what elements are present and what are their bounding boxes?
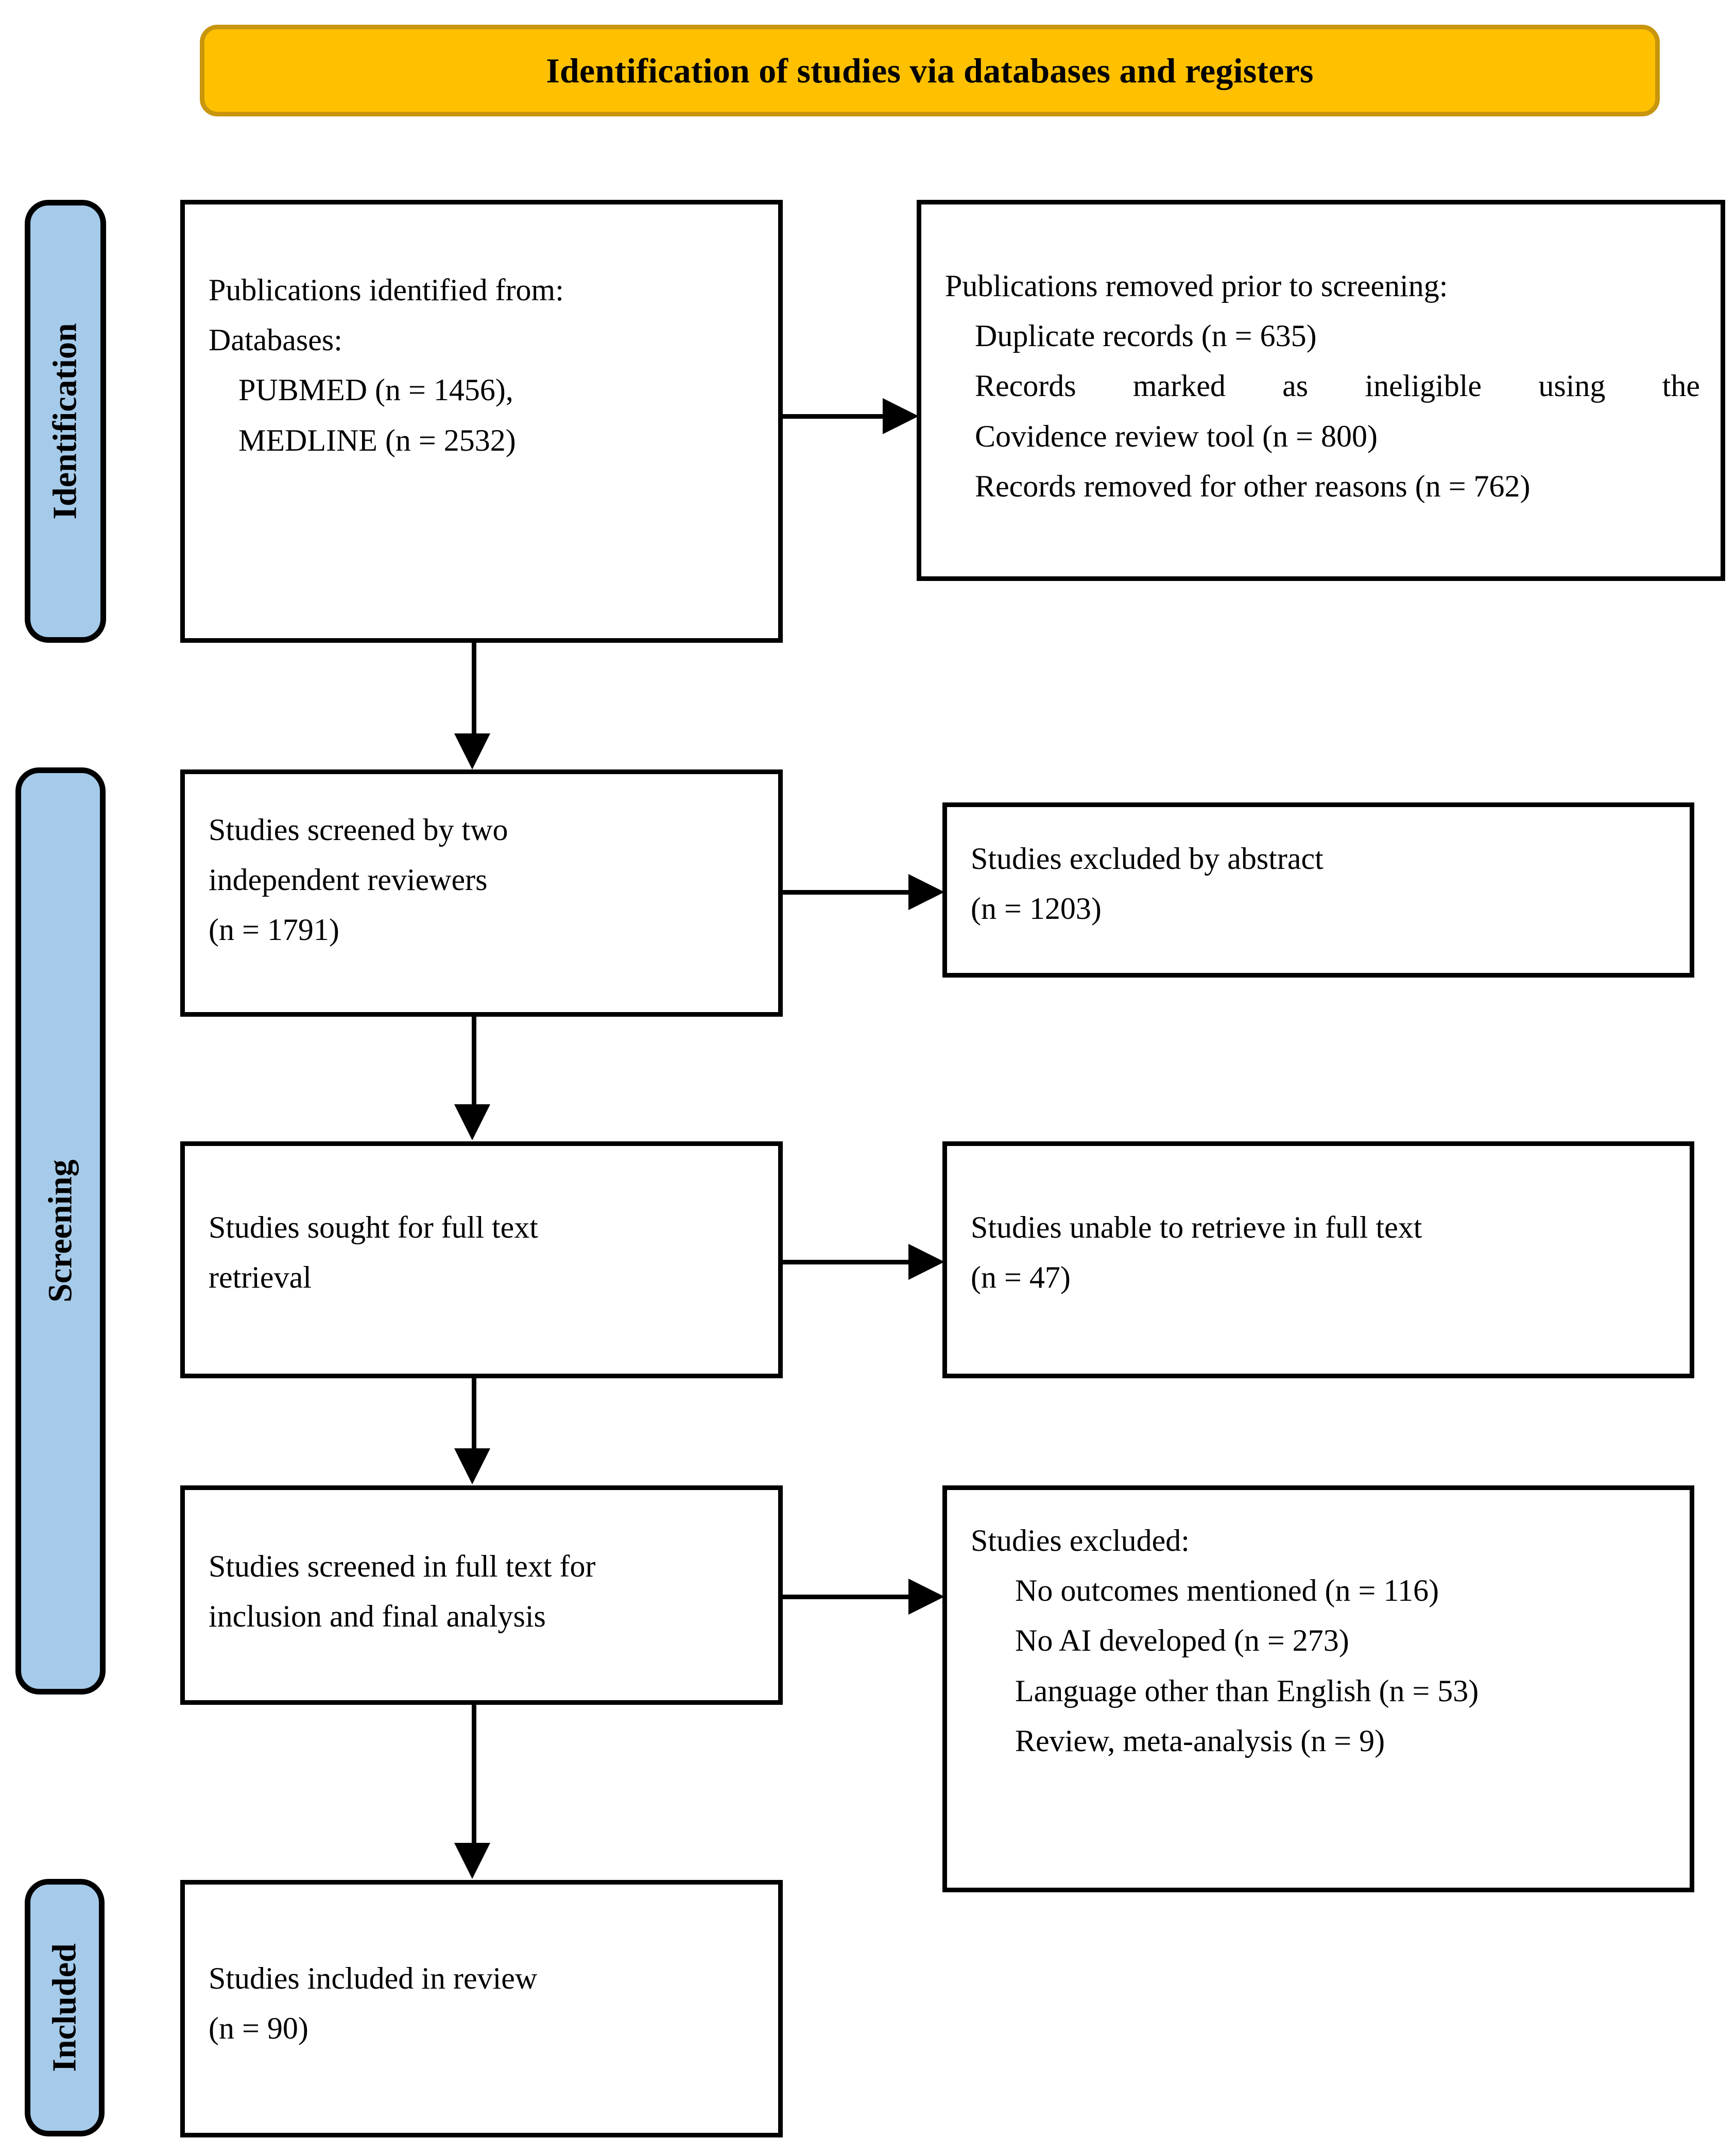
arrow-down-icon — [454, 1448, 490, 1484]
node-excluded-abstract-line-1: Studies excluded by abstract — [971, 842, 1324, 876]
connector-fulltext-to-included — [472, 1705, 476, 1844]
node-studies-screened: Studies screened by two independent revi… — [180, 769, 783, 1017]
connector-identified-to-screened — [472, 643, 476, 734]
node-excluded-line-5: Review, meta-analysis (n = 9) — [1015, 1723, 1385, 1758]
node-studies-unable-to-retrieve: Studies unable to retrieve in full text … — [942, 1141, 1694, 1378]
connector-sought-to-unable — [782, 1260, 909, 1264]
node-excluded-line-2: No outcomes mentioned (n = 116) — [1015, 1573, 1439, 1608]
node-unable-line-1: Studies unable to retrieve in full text — [971, 1210, 1422, 1244]
node-screened-line-3: (n = 1791) — [209, 913, 339, 947]
node-studies-screened-full-text: Studies screened in full text for inclus… — [180, 1485, 783, 1705]
node-publications-identified: Publications identified from: Databases:… — [180, 200, 783, 643]
stage-label-screening-text: Screening — [41, 1159, 79, 1303]
arrow-right-icon — [908, 1244, 944, 1280]
connector-fulltext-to-excluded — [782, 1595, 909, 1599]
connector-identified-to-removed — [782, 414, 884, 419]
node-fulltext-line-2: inclusion and final analysis — [209, 1599, 546, 1634]
node-excluded-line-3: No AI developed (n = 273) — [1015, 1623, 1349, 1658]
node-sought-line-1: Studies sought for full text — [209, 1210, 538, 1244]
arrow-down-icon — [454, 1104, 490, 1140]
arrow-down-icon — [454, 733, 490, 769]
node-studies-included-in-review: Studies included in review (n = 90) — [180, 1880, 783, 2137]
node-screened-line-2: independent reviewers — [209, 863, 488, 897]
node-identified-line-1: Publications identified from: — [209, 273, 564, 307]
node-publications-removed: Publications removed prior to screening:… — [917, 200, 1725, 581]
connector-screened-to-excluded-abstract — [782, 890, 909, 895]
node-sought-line-2: retrieval — [209, 1260, 312, 1295]
node-included-line-1: Studies included in review — [209, 1961, 538, 1995]
node-excluded-line-1: Studies excluded: — [971, 1524, 1190, 1558]
arrow-right-icon — [908, 874, 944, 910]
node-included-line-2: (n = 90) — [209, 2011, 308, 2046]
diagram-title: Identification of studies via databases … — [546, 51, 1314, 90]
node-removed-line-3b: Covidence review tool (n = 800) — [975, 419, 1378, 453]
node-studies-excluded-reasons: Studies excluded: No outcomes mentioned … — [942, 1485, 1694, 1892]
stage-label-included: Included — [25, 1879, 105, 2136]
node-removed-line-4: Records removed for other reasons (n = 7… — [975, 469, 1531, 503]
arrow-right-icon — [908, 1579, 944, 1615]
node-fulltext-line-1: Studies screened in full text for — [209, 1549, 596, 1583]
diagram-header-banner: Identification of studies via databases … — [200, 25, 1660, 116]
connector-screened-to-sought — [472, 1017, 476, 1105]
connector-sought-to-fulltext — [472, 1378, 476, 1449]
node-identified-line-2: Databases: — [209, 323, 342, 357]
node-identified-line-4: MEDLINE (n = 2532) — [238, 423, 516, 457]
node-excluded-line-4: Language other than English (n = 53) — [1015, 1673, 1479, 1708]
stage-label-identification-text: Identification — [46, 323, 84, 520]
node-studies-excluded-by-abstract: Studies excluded by abstract (n = 1203) — [942, 802, 1694, 978]
stage-label-screening: Screening — [15, 767, 106, 1695]
node-studies-sought-full-text: Studies sought for full text retrieval — [180, 1141, 783, 1378]
node-removed-line-1: Publications removed prior to screening: — [945, 269, 1448, 303]
node-unable-line-2: (n = 47) — [971, 1260, 1071, 1295]
node-removed-line-2: Duplicate records (n = 635) — [975, 319, 1317, 353]
stage-label-identification: Identification — [25, 200, 106, 643]
stage-label-included-text: Included — [45, 1943, 83, 2072]
node-excluded-abstract-line-2: (n = 1203) — [971, 892, 1102, 926]
node-removed-line-3a: Records marked as ineligible using the — [975, 369, 1700, 403]
arrow-down-icon — [454, 1843, 490, 1879]
node-identified-line-3: PUBMED (n = 1456), — [238, 373, 513, 407]
node-screened-line-1: Studies screened by two — [209, 813, 508, 847]
arrow-right-icon — [883, 398, 919, 434]
